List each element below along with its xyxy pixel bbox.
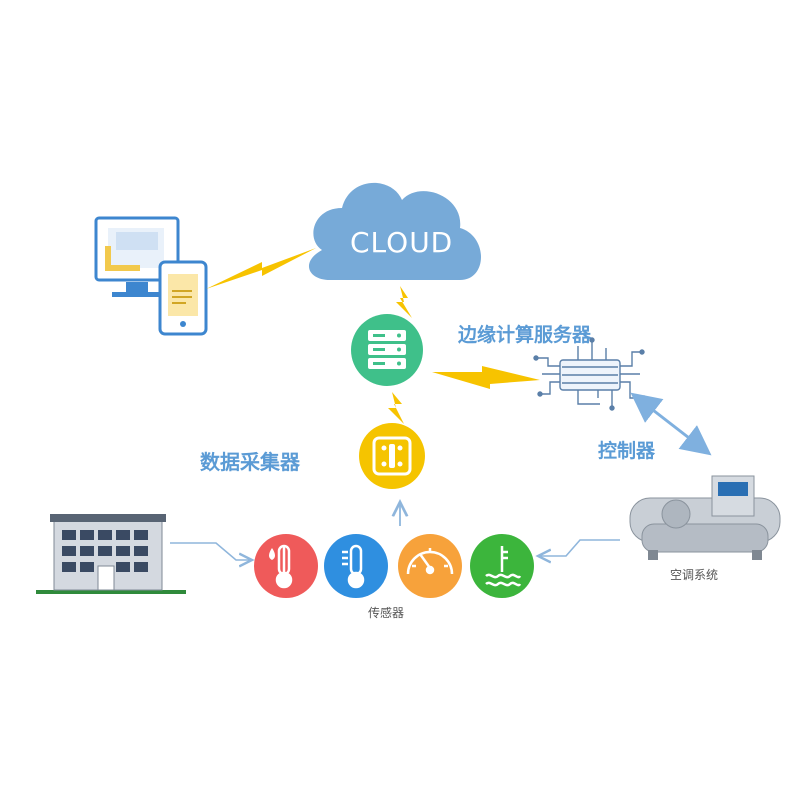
wireless-link-icon [206,248,316,289]
sensor-temperature [324,534,388,598]
wireless-link-icon [396,286,412,318]
hvac-chiller-icon [629,475,781,560]
client-devices-icon [94,216,208,336]
water-temperature-icon [485,546,522,587]
controller-circuit-icon [533,337,647,411]
building-icon [36,514,186,594]
cloud-icon [308,182,481,280]
control-link-arrow [630,392,712,456]
controller-label: 控制器 [598,440,656,462]
sensors-label: 传感器 [368,606,405,620]
thermometer-icon [342,544,365,589]
sensor-pressure [398,534,462,598]
building-to-sensors-arrow [170,542,252,560]
wireless-link-icon [388,392,404,424]
sensor-water-temperature [470,534,534,598]
cloud-label: CLOUD [350,226,454,259]
humidity-thermometer-icon [269,544,293,589]
server-rack-icon [368,330,406,369]
collector-chip-icon [372,436,412,476]
edge-server-label: 边缘计算服务器 [458,324,592,346]
wireless-link-icon [432,366,540,389]
data-collector-label: 数据采集器 [200,450,300,474]
hvac-label: 空调系统 [670,568,719,582]
gauge-icon [406,548,454,575]
edge-server-node [351,314,423,386]
hvac-to-sensors-arrow [538,539,620,556]
sensor-humidity [254,534,318,598]
data-collector-node [359,423,425,489]
